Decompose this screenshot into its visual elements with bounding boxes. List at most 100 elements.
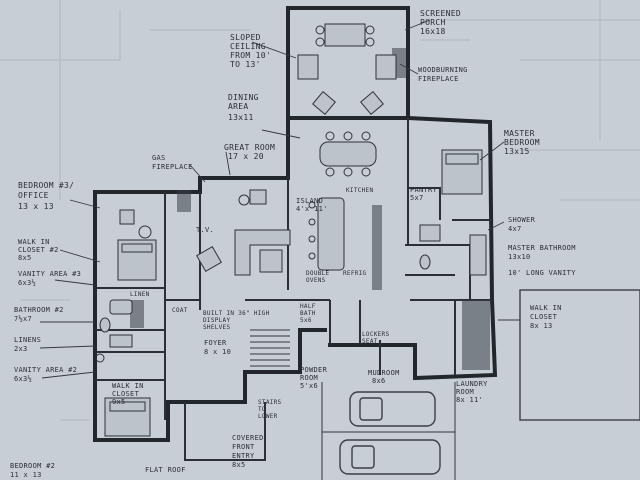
label-bedroom3-3: 13 x 13 xyxy=(18,202,54,211)
label-ovens-1: DOUBLE xyxy=(306,270,330,277)
label-wic-2: CLOSET xyxy=(112,390,140,398)
bathroom-fixtures xyxy=(95,224,487,363)
label-master-bath-1: MASTER BATHROOM xyxy=(508,244,576,252)
label-shower-2: 4x7 xyxy=(508,225,522,233)
label-coat: COAT xyxy=(172,307,188,314)
label-screened-porch-3: 16x18 xyxy=(420,27,446,36)
label-powder-3: 5'x6 xyxy=(300,382,318,390)
label-wic-1: WALK IN xyxy=(112,382,144,390)
label-foyer-1: FOYER xyxy=(204,339,227,347)
label-linens-2: 2x3 xyxy=(14,345,28,353)
label-wic2-1: WALK IN xyxy=(18,238,50,246)
label-mudroom-1: MUDROOM xyxy=(368,369,400,377)
walk-in-closet-master xyxy=(498,289,640,421)
bedroom3-furniture xyxy=(117,209,157,281)
label-laundry-1: LAUNDRY xyxy=(456,380,488,388)
label-pantry-1: PANTRY xyxy=(410,186,438,194)
label-mudroom-2: 8x6 xyxy=(372,377,386,385)
garage-cars xyxy=(321,382,456,480)
label-vanity3-1: VANITY AREA #3 xyxy=(18,270,81,278)
label-bedroom2-1: BEDROOM #2 xyxy=(10,462,55,470)
label-wic-3: 9x5 xyxy=(112,398,126,406)
label-sloped-3: FROM 10' xyxy=(230,51,271,60)
label-tv: T.V. xyxy=(196,226,214,234)
leader-lines xyxy=(39,19,505,379)
bedroom2-bed xyxy=(104,397,151,437)
label-sloped-2: CEILING xyxy=(230,42,266,51)
label-vanity-10: 10' LONG VANITY xyxy=(508,269,576,277)
label-covered-entry-1: COVERED xyxy=(232,434,264,442)
label-laundry-2: ROOM xyxy=(456,388,474,396)
label-sloped-1: SLOPED xyxy=(230,33,261,42)
label-great-room-2: 17 x 20 xyxy=(228,152,264,161)
label-powder-2: ROOM xyxy=(300,374,318,382)
label-woodburning-2: FIREPLACE xyxy=(418,75,459,83)
wall-hatching xyxy=(130,48,490,370)
label-linens-1: LINENS xyxy=(14,336,41,344)
kitchen-island xyxy=(308,197,345,271)
label-gas-fireplace-2: FIREPLACE xyxy=(152,163,193,171)
label-ovens-2: OVENS xyxy=(306,277,326,284)
label-powder-1: POWDER xyxy=(300,366,328,374)
label-stairs-2: TO xyxy=(258,406,266,413)
label-island-1: ISLAND xyxy=(296,197,323,205)
ghost-lines xyxy=(0,0,640,421)
great-room-furniture xyxy=(196,189,291,276)
label-bathroom2-2: 7½x7 xyxy=(14,315,32,323)
label-vanity3-2: 6x3½ xyxy=(18,279,36,287)
label-master-bath-2: 13x10 xyxy=(508,253,531,261)
label-pantry-2: 5x7 xyxy=(410,194,424,202)
label-master-bedroom-1: MASTER xyxy=(504,129,535,138)
label-stairs-1: STAIRS xyxy=(258,399,282,406)
label-flat-roof: FLAT ROOF xyxy=(145,466,186,474)
label-half-bath-2: BATH xyxy=(300,310,316,317)
label-wic-master-2: CLOSET xyxy=(530,313,558,321)
label-lockers-2: SEAT xyxy=(362,338,378,345)
label-kitchen: KITCHEN xyxy=(346,187,373,194)
label-gas-fireplace-1: GAS xyxy=(152,154,166,162)
svg-text:BEDROOM #211 x 13: BEDROOM #211 x 13 xyxy=(10,462,55,479)
label-master-bedroom-2: BEDROOM xyxy=(504,138,540,147)
label-stairs-3: LOWER xyxy=(258,413,278,420)
label-laundry-3: 8x 11' xyxy=(456,396,483,404)
label-dining-1: DINING xyxy=(228,93,259,102)
label-covered-entry-3: ENTRY xyxy=(232,452,255,460)
label-sloped-4: TO 13' xyxy=(230,60,261,69)
label-wic-master-1: WALK IN xyxy=(530,304,562,312)
label-lockers-1: LOCKERS xyxy=(362,331,389,338)
stairs xyxy=(250,329,290,367)
label-dining-2: AREA xyxy=(228,102,248,111)
label-shower-1: SHOWER xyxy=(508,216,536,224)
label-dining-3: 13x11 xyxy=(228,113,254,122)
label-vanity2-2: 6x3½ xyxy=(14,375,32,383)
master-bed xyxy=(441,149,483,195)
label-wic-master-3: 8x 13 xyxy=(530,322,553,330)
label-great-room-1: GREAT ROOM xyxy=(224,143,275,152)
label-built-in-3: SHELVES xyxy=(203,324,230,331)
label-built-in-1: BUILT IN 36" HIGH xyxy=(203,310,270,317)
label-bedroom2-2: 11 x 13 xyxy=(10,471,42,479)
label-covered-entry-4: 8x5 xyxy=(232,461,246,469)
label-screened-porch-2: PORCH xyxy=(420,18,446,27)
label-bedroom3-2: OFFICE xyxy=(18,191,49,200)
